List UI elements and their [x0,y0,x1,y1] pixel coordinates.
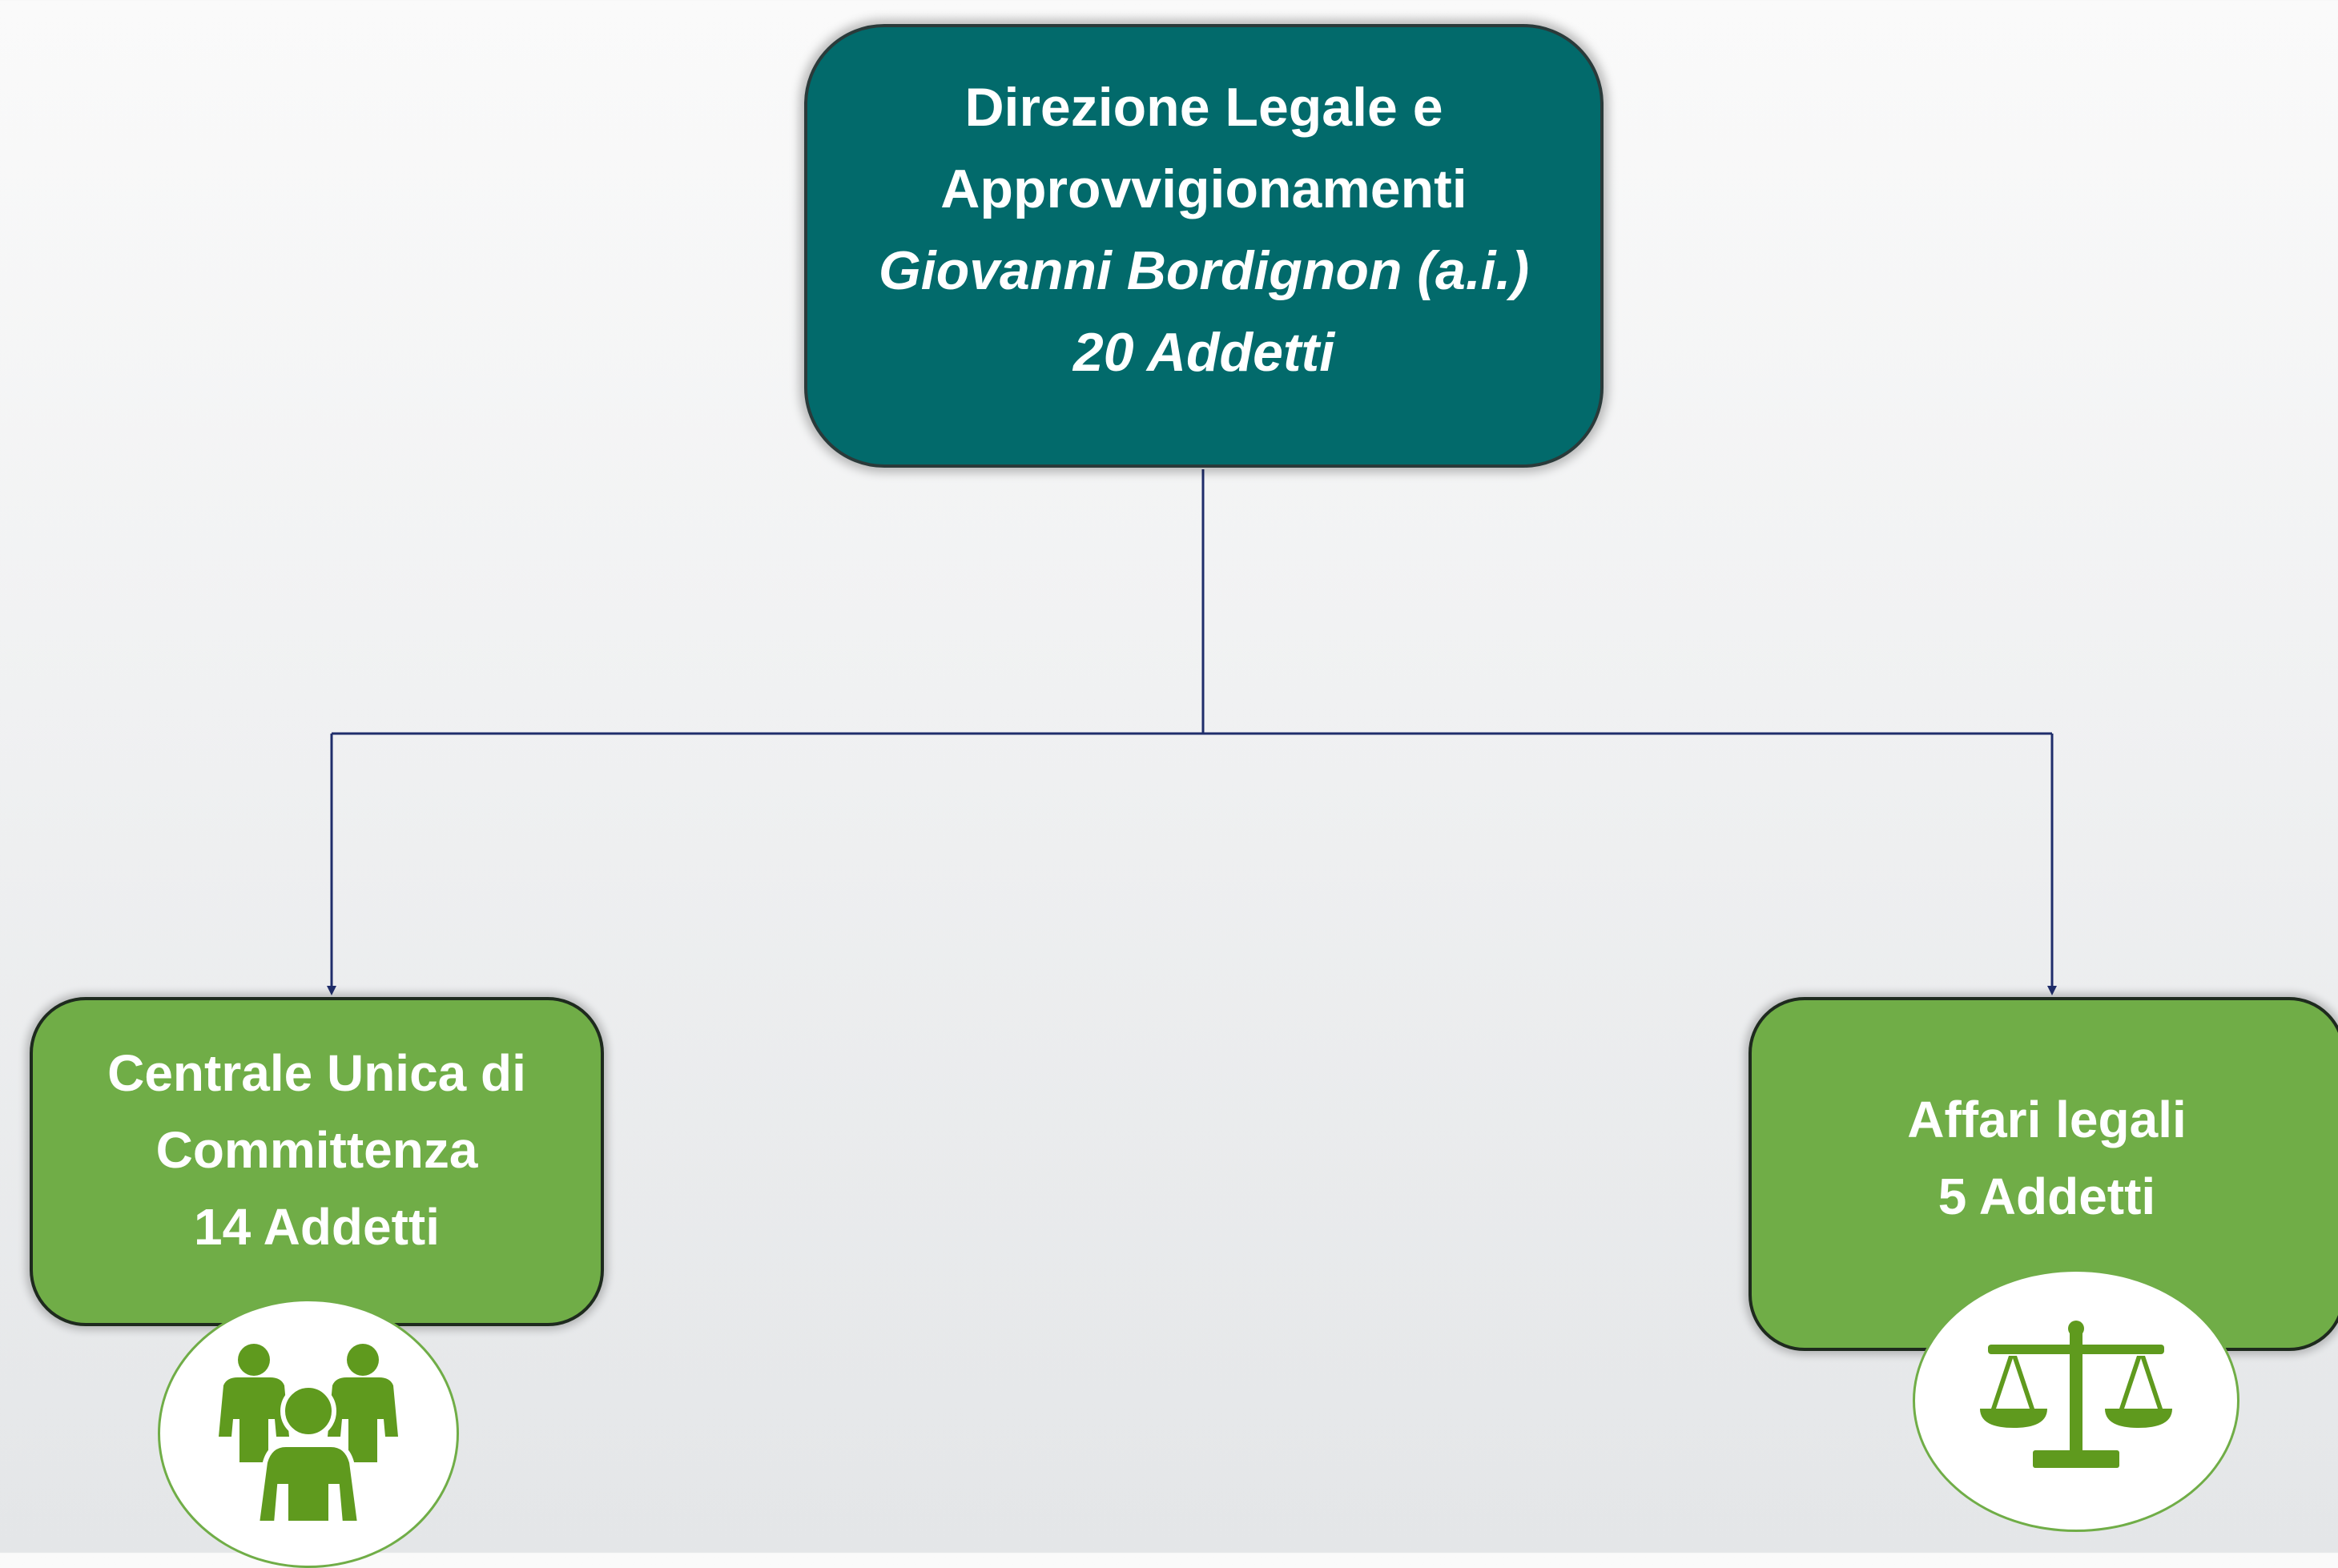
scales-badge [1913,1269,2239,1532]
unit-title-line1: Affari legali [1907,1091,2187,1148]
head-staff-count: 20 Addetti [1072,322,1335,383]
head-person: Giovanni Bordignon (a.i.) [878,240,1530,301]
unit-staff-count: 5 Addetti [1938,1168,2156,1225]
unit-box-centrale-unica: Centrale Unica di Committenza 14 Addetti [30,997,604,1326]
head-title-line2: Approvvigionamenti [940,159,1467,219]
people-badge [158,1299,459,1568]
unit-title-line1: Centrale Unica di [107,1043,526,1102]
unit-box-affari-legali: Affari legali 5 Addetti [1748,997,2338,1351]
unit-title-line2: Committenza [155,1120,478,1179]
scales-of-justice-icon [1980,1321,2172,1468]
head-box-direzione: Direzione Legale e Approvvigionamenti Gi… [804,24,1604,468]
unit-staff-count: 14 Addetti [194,1197,440,1256]
people-group-icon [219,1344,398,1525]
head-title-line1: Direzione Legale e [964,77,1443,138]
